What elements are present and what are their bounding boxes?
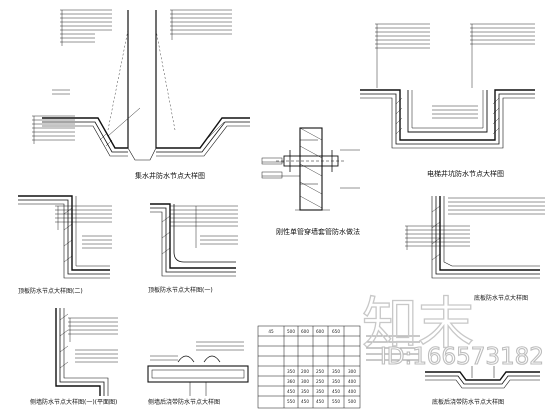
table-cell: 400	[348, 379, 356, 384]
sump-callouts	[32, 9, 232, 144]
detail-roof-2	[18, 195, 110, 279]
table-cell: 450	[301, 399, 309, 404]
table-cell: 450	[287, 389, 295, 394]
table-cell: 500	[348, 399, 356, 404]
table-cell: 250	[316, 379, 324, 384]
sidewall-callouts	[68, 317, 118, 363]
spec-table	[257, 325, 361, 409]
caption-sidewall: 侧墙防水节点大样图(一)(平面图)	[30, 398, 117, 406]
table-cell: 500	[287, 329, 295, 334]
pipe-callouts	[261, 149, 360, 211]
caption-pipe: 刚性单管穿墙套管防水做法	[276, 227, 360, 236]
detail-roof-1	[150, 203, 236, 277]
detail-sump	[42, 10, 250, 161]
floor-slab-callouts	[405, 197, 545, 250]
detail-floor-slab	[431, 196, 540, 279]
table-cell: 350	[287, 369, 295, 374]
table-cell: 550	[287, 399, 295, 404]
roof-1-callouts	[170, 205, 238, 248]
detail-pipe-sleeve	[276, 127, 346, 211]
table-cell: 450	[332, 389, 340, 394]
table-cell: 350	[316, 389, 324, 394]
caption-stair-pit: 电梯井坑防水节点大样图	[427, 169, 504, 178]
stair-pit-callouts	[375, 23, 535, 119]
table-cell: 45	[268, 329, 274, 334]
roof-2-callouts	[55, 205, 112, 249]
caption-sump: 集水井防水节点大样图	[135, 171, 205, 180]
table-cell: 400	[348, 389, 356, 394]
table-cell: 350	[332, 369, 340, 374]
caption-roof-1: 顶板防水节点大样图(一)	[148, 286, 213, 294]
table-cell: 550	[332, 399, 340, 404]
table-cell: 200	[301, 369, 309, 374]
caption-sidewall-tube: 侧墙后浇带防水节点大样图	[148, 398, 220, 406]
table-cell: 600	[301, 329, 309, 334]
table-cell: 360	[287, 379, 295, 384]
table-cell: 250	[316, 369, 324, 374]
spec-table-values: 45 500 600 600 650 350 200 250 350 300 360 300 250 35…	[268, 329, 356, 404]
watermark-brand: 知末	[362, 292, 474, 357]
table-cell: 600	[316, 329, 324, 334]
table-notes	[366, 335, 420, 361]
caption-floor-slab: 底板防水节点大样图	[474, 294, 528, 302]
table-cell: 450	[316, 399, 324, 404]
table-cell: 650	[332, 329, 340, 334]
table-cell: 300	[301, 379, 309, 384]
sidewall-tube-callouts	[150, 341, 244, 361]
table-cell: 350	[332, 379, 340, 384]
detail-sidewall-tube	[147, 355, 249, 396]
watermark-id: ID:166573182	[380, 344, 544, 370]
detail-postcast	[425, 366, 540, 389]
caption-postcast: 底板后浇带防水节点大样图	[432, 398, 504, 406]
table-cell: 350	[301, 389, 309, 394]
detail-stair-pit	[360, 89, 535, 149]
table-cell: 300	[348, 369, 356, 374]
caption-roof-2: 顶板防水节点大样图(二)	[18, 287, 83, 295]
detail-sidewall	[55, 308, 109, 396]
